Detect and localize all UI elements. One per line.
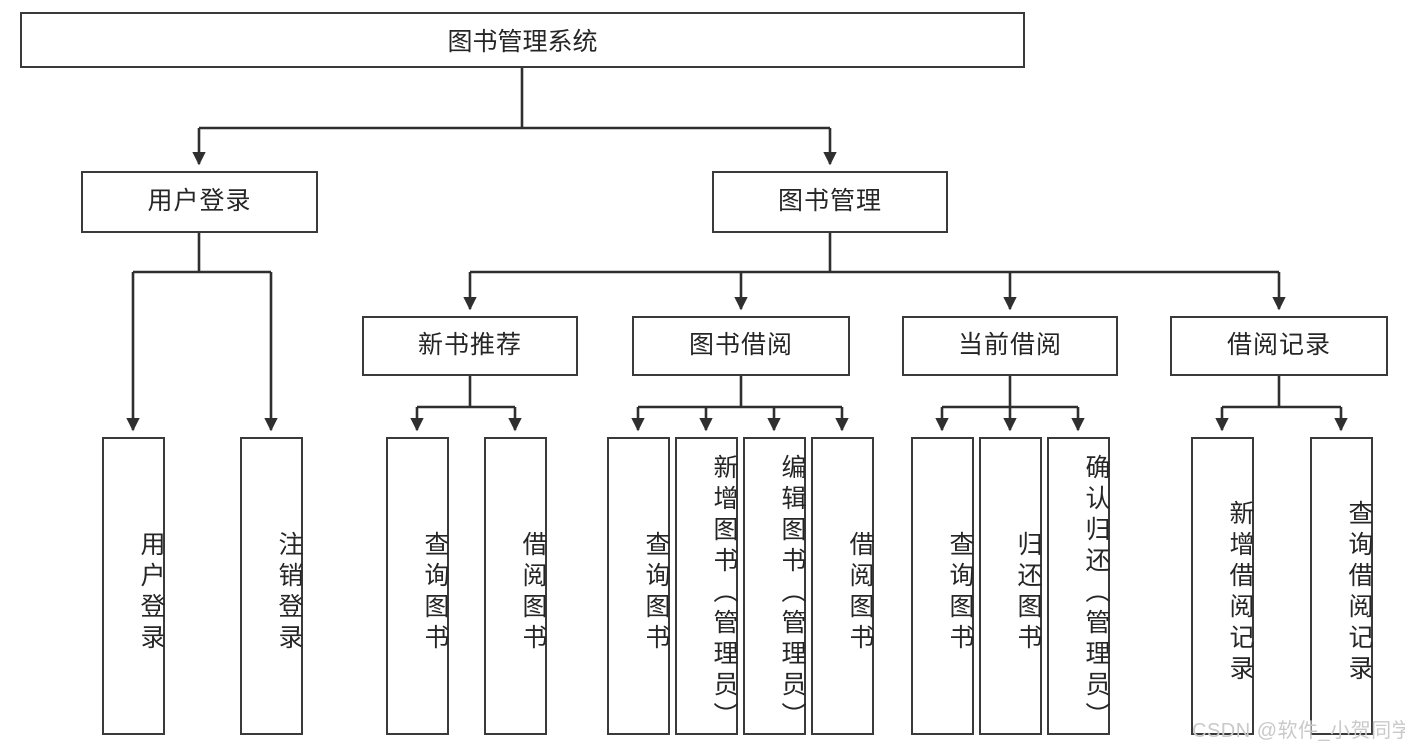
node-label: 新增图书（管理员）: [710, 453, 738, 733]
node-label: 查询借阅记录: [1345, 500, 1373, 686]
node-label: 图书管理: [777, 187, 882, 216]
leaf-user-login[interactable]: 用户登录: [102, 437, 165, 735]
node-label: 图书管理系统: [447, 28, 598, 56]
node-label: 归还图书: [1014, 531, 1042, 655]
node-label: 查询图书: [421, 531, 449, 655]
leaf-borrow-add-book-admin[interactable]: 新增图书（管理员）: [675, 437, 738, 735]
leaf-current-query-book[interactable]: 查询图书: [911, 437, 974, 735]
node-label: 借阅记录: [1226, 331, 1331, 360]
node-label: 编辑图书（管理员）: [778, 453, 806, 733]
node-label: 借阅图书: [846, 531, 874, 655]
leaf-user-logout[interactable]: 注销登录: [240, 437, 303, 735]
node-label: 确认归还（管理员）: [1082, 453, 1110, 733]
node-label: 当前借阅: [957, 331, 1062, 360]
leaf-borrow-query-book[interactable]: 查询图书: [607, 437, 670, 735]
node-book-management[interactable]: 图书管理: [712, 171, 948, 233]
leaf-borrow-borrow-book[interactable]: 借阅图书: [811, 437, 874, 735]
leaf-current-confirm-return-admin[interactable]: 确认归还（管理员）: [1047, 437, 1110, 735]
node-label: 用户登录: [147, 187, 252, 216]
node-label: 查询图书: [642, 531, 670, 655]
leaf-record-add-borrow-record[interactable]: 新增借阅记录: [1191, 437, 1254, 735]
node-book-borrow[interactable]: 图书借阅: [632, 316, 850, 376]
leaf-current-return-book[interactable]: 归还图书: [979, 437, 1042, 735]
node-label: 查询图书: [946, 531, 974, 655]
leaf-recommend-query-book[interactable]: 查询图书: [386, 437, 449, 735]
node-user-login[interactable]: 用户登录: [81, 171, 318, 233]
node-label: 新书推荐: [417, 331, 522, 360]
watermark: CSDN @软件_小贺同学: [1192, 720, 1405, 742]
node-borrow-record[interactable]: 借阅记录: [1170, 316, 1388, 376]
leaf-recommend-borrow-book[interactable]: 借阅图书: [484, 437, 547, 735]
leaf-borrow-edit-book-admin[interactable]: 编辑图书（管理员）: [743, 437, 806, 735]
leaf-record-query-borrow-record[interactable]: 查询借阅记录: [1310, 437, 1373, 735]
node-label: 用户登录: [137, 531, 165, 655]
node-label: 借阅图书: [519, 531, 547, 655]
node-current-borrow[interactable]: 当前借阅: [902, 316, 1118, 376]
node-root-book-management-system[interactable]: 图书管理系统: [20, 12, 1025, 68]
node-label: 新增借阅记录: [1226, 500, 1254, 686]
node-label: 注销登录: [275, 531, 303, 655]
node-label: 图书借阅: [688, 331, 793, 360]
node-new-book-recommend[interactable]: 新书推荐: [362, 316, 578, 376]
